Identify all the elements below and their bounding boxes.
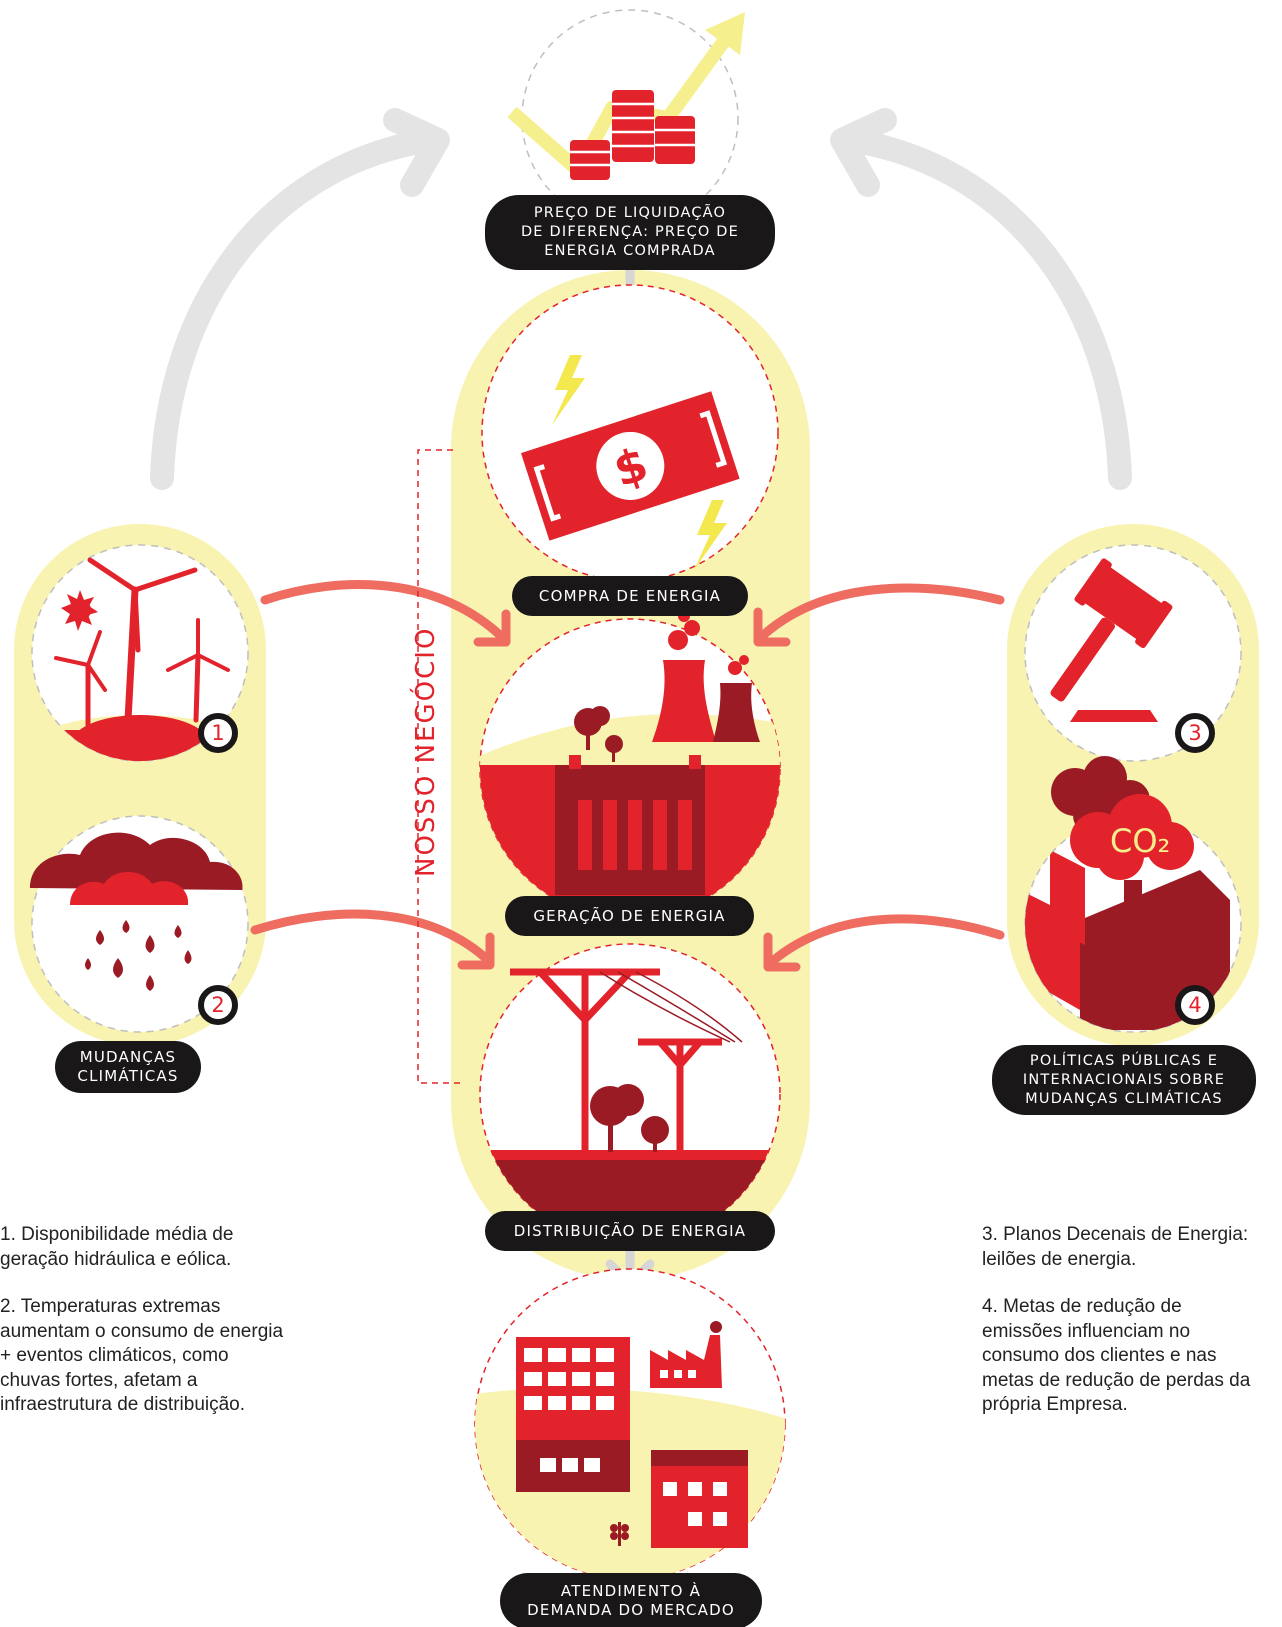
coral-arrow-2 bbox=[250, 909, 495, 970]
grey-arrow-left bbox=[150, 108, 450, 490]
stage-label-distribution: DISTRIBUIÇÃO DE ENERGIA bbox=[485, 1211, 775, 1251]
coral-arrow-3 bbox=[753, 583, 1005, 647]
note-2: 2. Temperaturas extremas aumentam o cons… bbox=[0, 1296, 284, 1415]
note-4: 4. Metas de redução de emissões influenc… bbox=[982, 1296, 1251, 1415]
badge-4: 4 bbox=[1175, 985, 1215, 1025]
note-3: 3. Planos Decenais de Energia: leilões d… bbox=[982, 1224, 1249, 1270]
rain-cloud-icon bbox=[30, 815, 249, 1033]
climate-change-label: MUDANÇAS CLIMÁTICAS bbox=[55, 1041, 201, 1093]
badge-2: 2 bbox=[198, 985, 238, 1025]
policies-label: POLÍTICAS PÚBLICAS E INTERNACIONAIS SOBR… bbox=[992, 1045, 1256, 1115]
coral-arrow-1 bbox=[260, 580, 511, 647]
co2-text: CO₂ bbox=[1110, 822, 1171, 860]
gavel-icon bbox=[1024, 544, 1242, 762]
notes-right: 3. Planos Decenais de Energia: leilões d… bbox=[982, 1223, 1262, 1441]
price-chart-icon bbox=[507, 9, 745, 227]
note-1: 1. Disponibilidade média de geração hidr… bbox=[0, 1224, 234, 1270]
stage-label-buy: COMPRA DE ENERGIA bbox=[512, 576, 748, 616]
notes-left: 1. Disponibilidade média de geração hidr… bbox=[0, 1223, 290, 1441]
demand-label: ATENDIMENTO À DEMANDA DO MERCADO bbox=[500, 1573, 762, 1627]
buildings-icon bbox=[474, 1268, 786, 1580]
badge-3: 3 bbox=[1175, 713, 1215, 753]
business-vertical-label: NOSSO NEGÓCIO bbox=[411, 626, 441, 877]
price-label: Preço de liquidação de diferença: preço … bbox=[485, 195, 775, 270]
stage-label-generation: GERAÇÃO DE ENERGIA bbox=[505, 896, 754, 936]
coral-arrow-4 bbox=[763, 914, 1005, 972]
grey-arrow-right bbox=[830, 108, 1132, 490]
dollar-bill-icon: $ bbox=[481, 284, 779, 582]
badge-1: 1 bbox=[198, 713, 238, 753]
hydro-plant-icon bbox=[479, 610, 781, 920]
